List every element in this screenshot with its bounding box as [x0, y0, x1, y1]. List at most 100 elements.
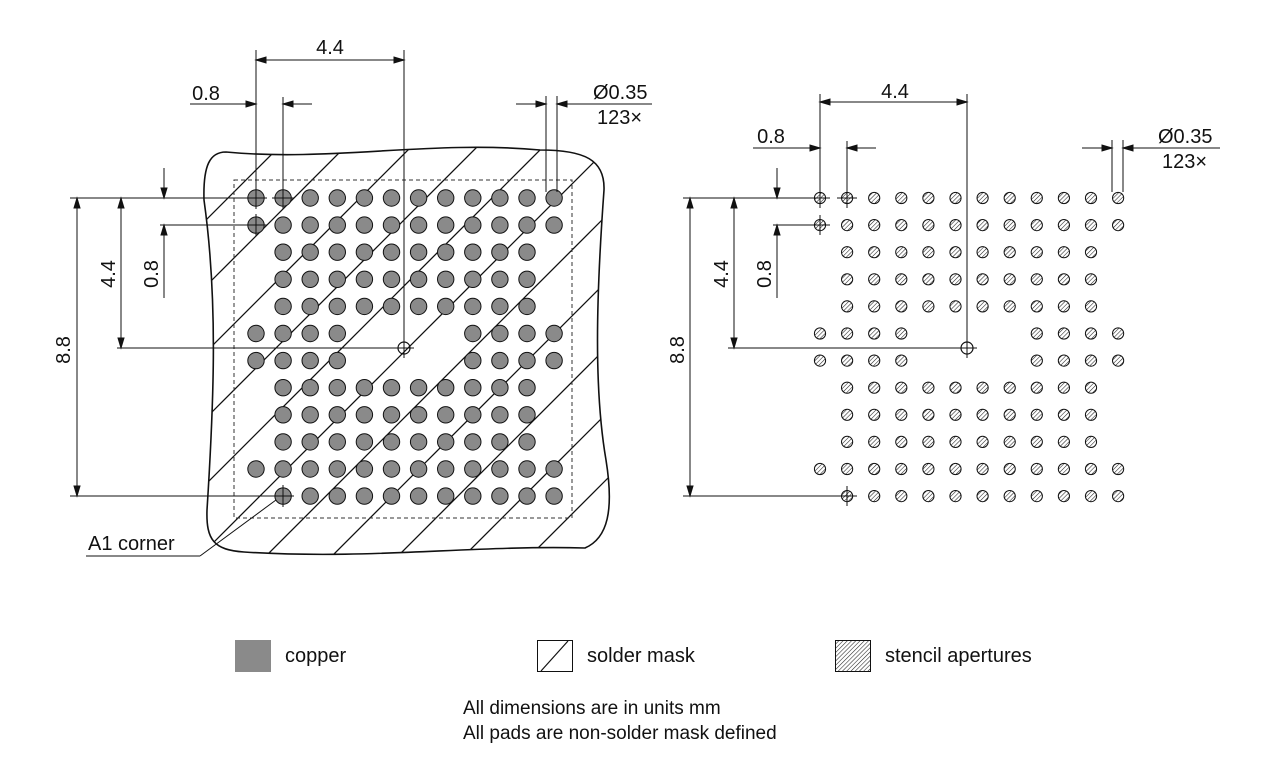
copper-pad: [301, 297, 319, 316]
copper-pad: [382, 189, 401, 207]
copper-pad: [491, 216, 509, 234]
copper-pad: [355, 487, 374, 505]
copper-pad: [355, 406, 374, 424]
copper-pad: [464, 379, 482, 397]
copper-pad: [545, 189, 563, 207]
copper-pad: [437, 216, 455, 234]
copper-pad: [355, 433, 374, 451]
dim-pitch-x: [190, 97, 312, 192]
stencil-apertures: [810, 188, 1125, 506]
dim-pitch-y-right: [773, 168, 812, 298]
copper-pad: [328, 270, 346, 288]
stencil-aperture: [1057, 381, 1071, 394]
copper-pad: [518, 379, 536, 397]
copper-pad: [409, 487, 428, 505]
stencil-aperture: [949, 300, 962, 313]
dim-width-half-label: 4.4: [316, 37, 344, 59]
copper-pad: [355, 216, 374, 234]
stencil-aperture: [1057, 462, 1071, 476]
dim-height-label: 8.8: [53, 336, 75, 364]
dim-pitch-x-right: [753, 141, 876, 192]
stencil-aperture: [1057, 327, 1071, 340]
copper-pad: [301, 324, 319, 343]
legend-solder-mask: solder mask: [537, 640, 695, 672]
stencil-aperture: [976, 381, 989, 394]
a1-corner-label: A1 corner: [88, 533, 175, 555]
aperture-count-label: 123×: [1162, 151, 1207, 173]
stencil-aperture: [949, 490, 962, 503]
dim-height-half-right-label: 4.4: [711, 260, 733, 288]
stencil-aperture: [949, 462, 962, 476]
copper-pad: [328, 406, 346, 424]
copper-pad: [518, 189, 536, 207]
right-view: 4.4 0.8 Ø0.35 123× 8.8: [667, 81, 1220, 506]
stencil-aperture: [841, 462, 854, 476]
copper-pad: [437, 433, 455, 451]
copper-pad: [464, 351, 482, 370]
copper-pad: [464, 243, 482, 261]
stencil-aperture: [868, 300, 881, 313]
stencil-aperture: [841, 219, 854, 232]
stencil-aperture: [976, 462, 989, 476]
stencil-aperture: [976, 191, 989, 205]
stencil-aperture: [1112, 327, 1125, 340]
copper-pad: [328, 243, 346, 261]
copper-pad: [355, 270, 374, 288]
stencil-aperture: [949, 246, 962, 259]
stencil-aperture: [922, 490, 935, 503]
stencil-aperture: [895, 435, 908, 448]
stencil-aperture: [868, 408, 881, 421]
copper-pad: [274, 379, 292, 397]
copper-pad: [545, 351, 563, 370]
copper-pad: [247, 324, 265, 343]
stencil-aperture: [922, 435, 935, 448]
dim-width-half: [254, 50, 406, 342]
copper-pad: [328, 487, 346, 505]
stencil-aperture: [868, 354, 881, 367]
copper-pad: [247, 460, 265, 478]
copper-pad: [545, 487, 563, 505]
stencil-aperture: [949, 191, 962, 205]
copper-pad: [382, 216, 401, 234]
dim-height-half-label: 4.4: [98, 260, 120, 288]
dim-pitch-y-label: 0.8: [141, 260, 163, 288]
stencil-aperture: [895, 246, 908, 259]
stencil-aperture: [1030, 219, 1043, 232]
stencil-aperture: [1084, 327, 1098, 340]
copper-pad: [274, 406, 292, 424]
stencil-aperture: [1003, 191, 1016, 205]
stencil-aperture: [976, 219, 989, 232]
stencil-aperture: [1084, 381, 1098, 394]
copper-pad: [409, 270, 428, 288]
dim-pitch-x-label: 0.8: [192, 83, 220, 105]
copper-pads: [245, 187, 563, 507]
stencil-aperture: [895, 327, 908, 340]
stencil-aperture: [1030, 408, 1043, 421]
stencil-aperture: [841, 435, 854, 448]
solder-mask-swatch: [537, 640, 573, 672]
copper-pad: [518, 270, 536, 288]
copper-pad: [491, 243, 509, 261]
copper-pad: [491, 324, 509, 343]
stencil-aperture: [1057, 408, 1071, 421]
copper-pad: [301, 189, 319, 207]
copper-pad: [328, 297, 346, 316]
dim-height-half-right: [728, 196, 959, 350]
copper-pad: [301, 460, 319, 478]
aperture-diameter-label: Ø0.35: [1158, 126, 1212, 148]
stencil-aperture: [1057, 300, 1071, 313]
stencil-aperture: [922, 219, 935, 232]
stencil-aperture: [841, 327, 854, 340]
copper-pad: [328, 324, 346, 343]
dim-height-half: [117, 196, 396, 350]
copper-pad: [518, 297, 536, 316]
copper-pad: [328, 189, 346, 207]
stencil-aperture: [1084, 354, 1098, 367]
copper-pad: [437, 379, 455, 397]
stencil-aperture: [1030, 300, 1043, 313]
copper-pad: [301, 216, 319, 234]
copper-pad: [274, 460, 292, 478]
copper-pad: [464, 297, 482, 316]
stencil-aperture: [895, 273, 908, 286]
